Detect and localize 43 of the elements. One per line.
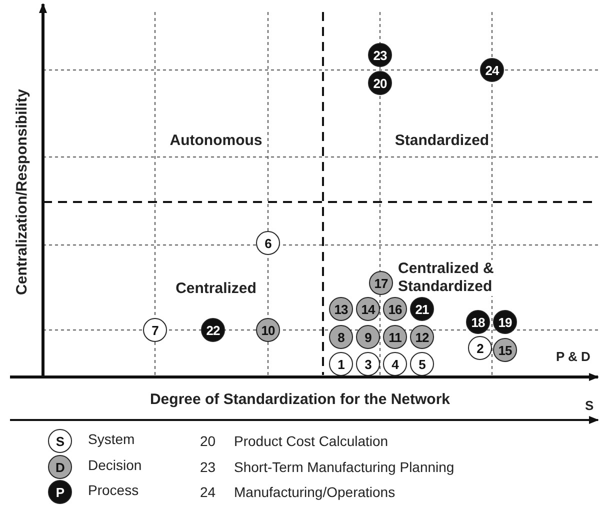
category-circle: 19 bbox=[493, 310, 517, 334]
item-number: 23 bbox=[200, 459, 216, 475]
item-number: 24 bbox=[200, 484, 216, 500]
legend-text: Process bbox=[88, 482, 139, 498]
category-circle: 13 bbox=[329, 297, 353, 321]
item-number: 20 bbox=[200, 433, 216, 449]
category-circle: 17 bbox=[369, 271, 393, 295]
axis-label: P & D bbox=[556, 349, 590, 364]
category-circle: 18 bbox=[466, 310, 490, 334]
category-circle: 1 bbox=[329, 352, 353, 376]
category-circle: 9 bbox=[356, 325, 380, 349]
quadrant-label: Autonomous bbox=[170, 132, 262, 149]
legend-text: Decision bbox=[88, 457, 142, 473]
category-circle: 4 bbox=[383, 352, 407, 376]
category-circle: 12 bbox=[410, 325, 434, 349]
quadrant-label: Centralized bbox=[176, 280, 256, 297]
category-circle: 5 bbox=[410, 352, 434, 376]
category-circle: 24 bbox=[480, 58, 504, 82]
legend-text: System bbox=[88, 431, 135, 447]
category-circle: 23 bbox=[368, 43, 392, 67]
category-circle: 8 bbox=[329, 325, 353, 349]
category-circle: 11 bbox=[383, 325, 407, 349]
category-circle: 3 bbox=[356, 352, 380, 376]
axis-title: Centralization/Responsibility bbox=[14, 89, 30, 295]
item-description: Short-Term Manufacturing Planning bbox=[234, 459, 454, 475]
axis-label: S bbox=[585, 398, 594, 413]
category-circle: 21 bbox=[410, 297, 434, 321]
category-circle: 16 bbox=[383, 297, 407, 321]
category-circle: D bbox=[48, 455, 72, 479]
category-circle: 2 bbox=[468, 336, 492, 360]
item-description: Manufacturing/Operations bbox=[234, 484, 396, 500]
category-circle: 7 bbox=[143, 318, 167, 342]
category-circle: 22 bbox=[201, 318, 225, 342]
category-circle: 15 bbox=[493, 338, 517, 362]
category-circle: 10 bbox=[256, 318, 280, 342]
item-description: Product Cost Calculation bbox=[234, 433, 388, 449]
category-circle: 14 bbox=[356, 297, 380, 321]
category-circle: 6 bbox=[256, 231, 280, 255]
axis-title: Degree of Standardization for the Network bbox=[150, 391, 450, 408]
category-circle: S bbox=[48, 429, 72, 453]
category-circle: 20 bbox=[368, 71, 392, 95]
quadrant-label: Standardized bbox=[394, 132, 490, 149]
category-circle: P bbox=[48, 480, 72, 504]
